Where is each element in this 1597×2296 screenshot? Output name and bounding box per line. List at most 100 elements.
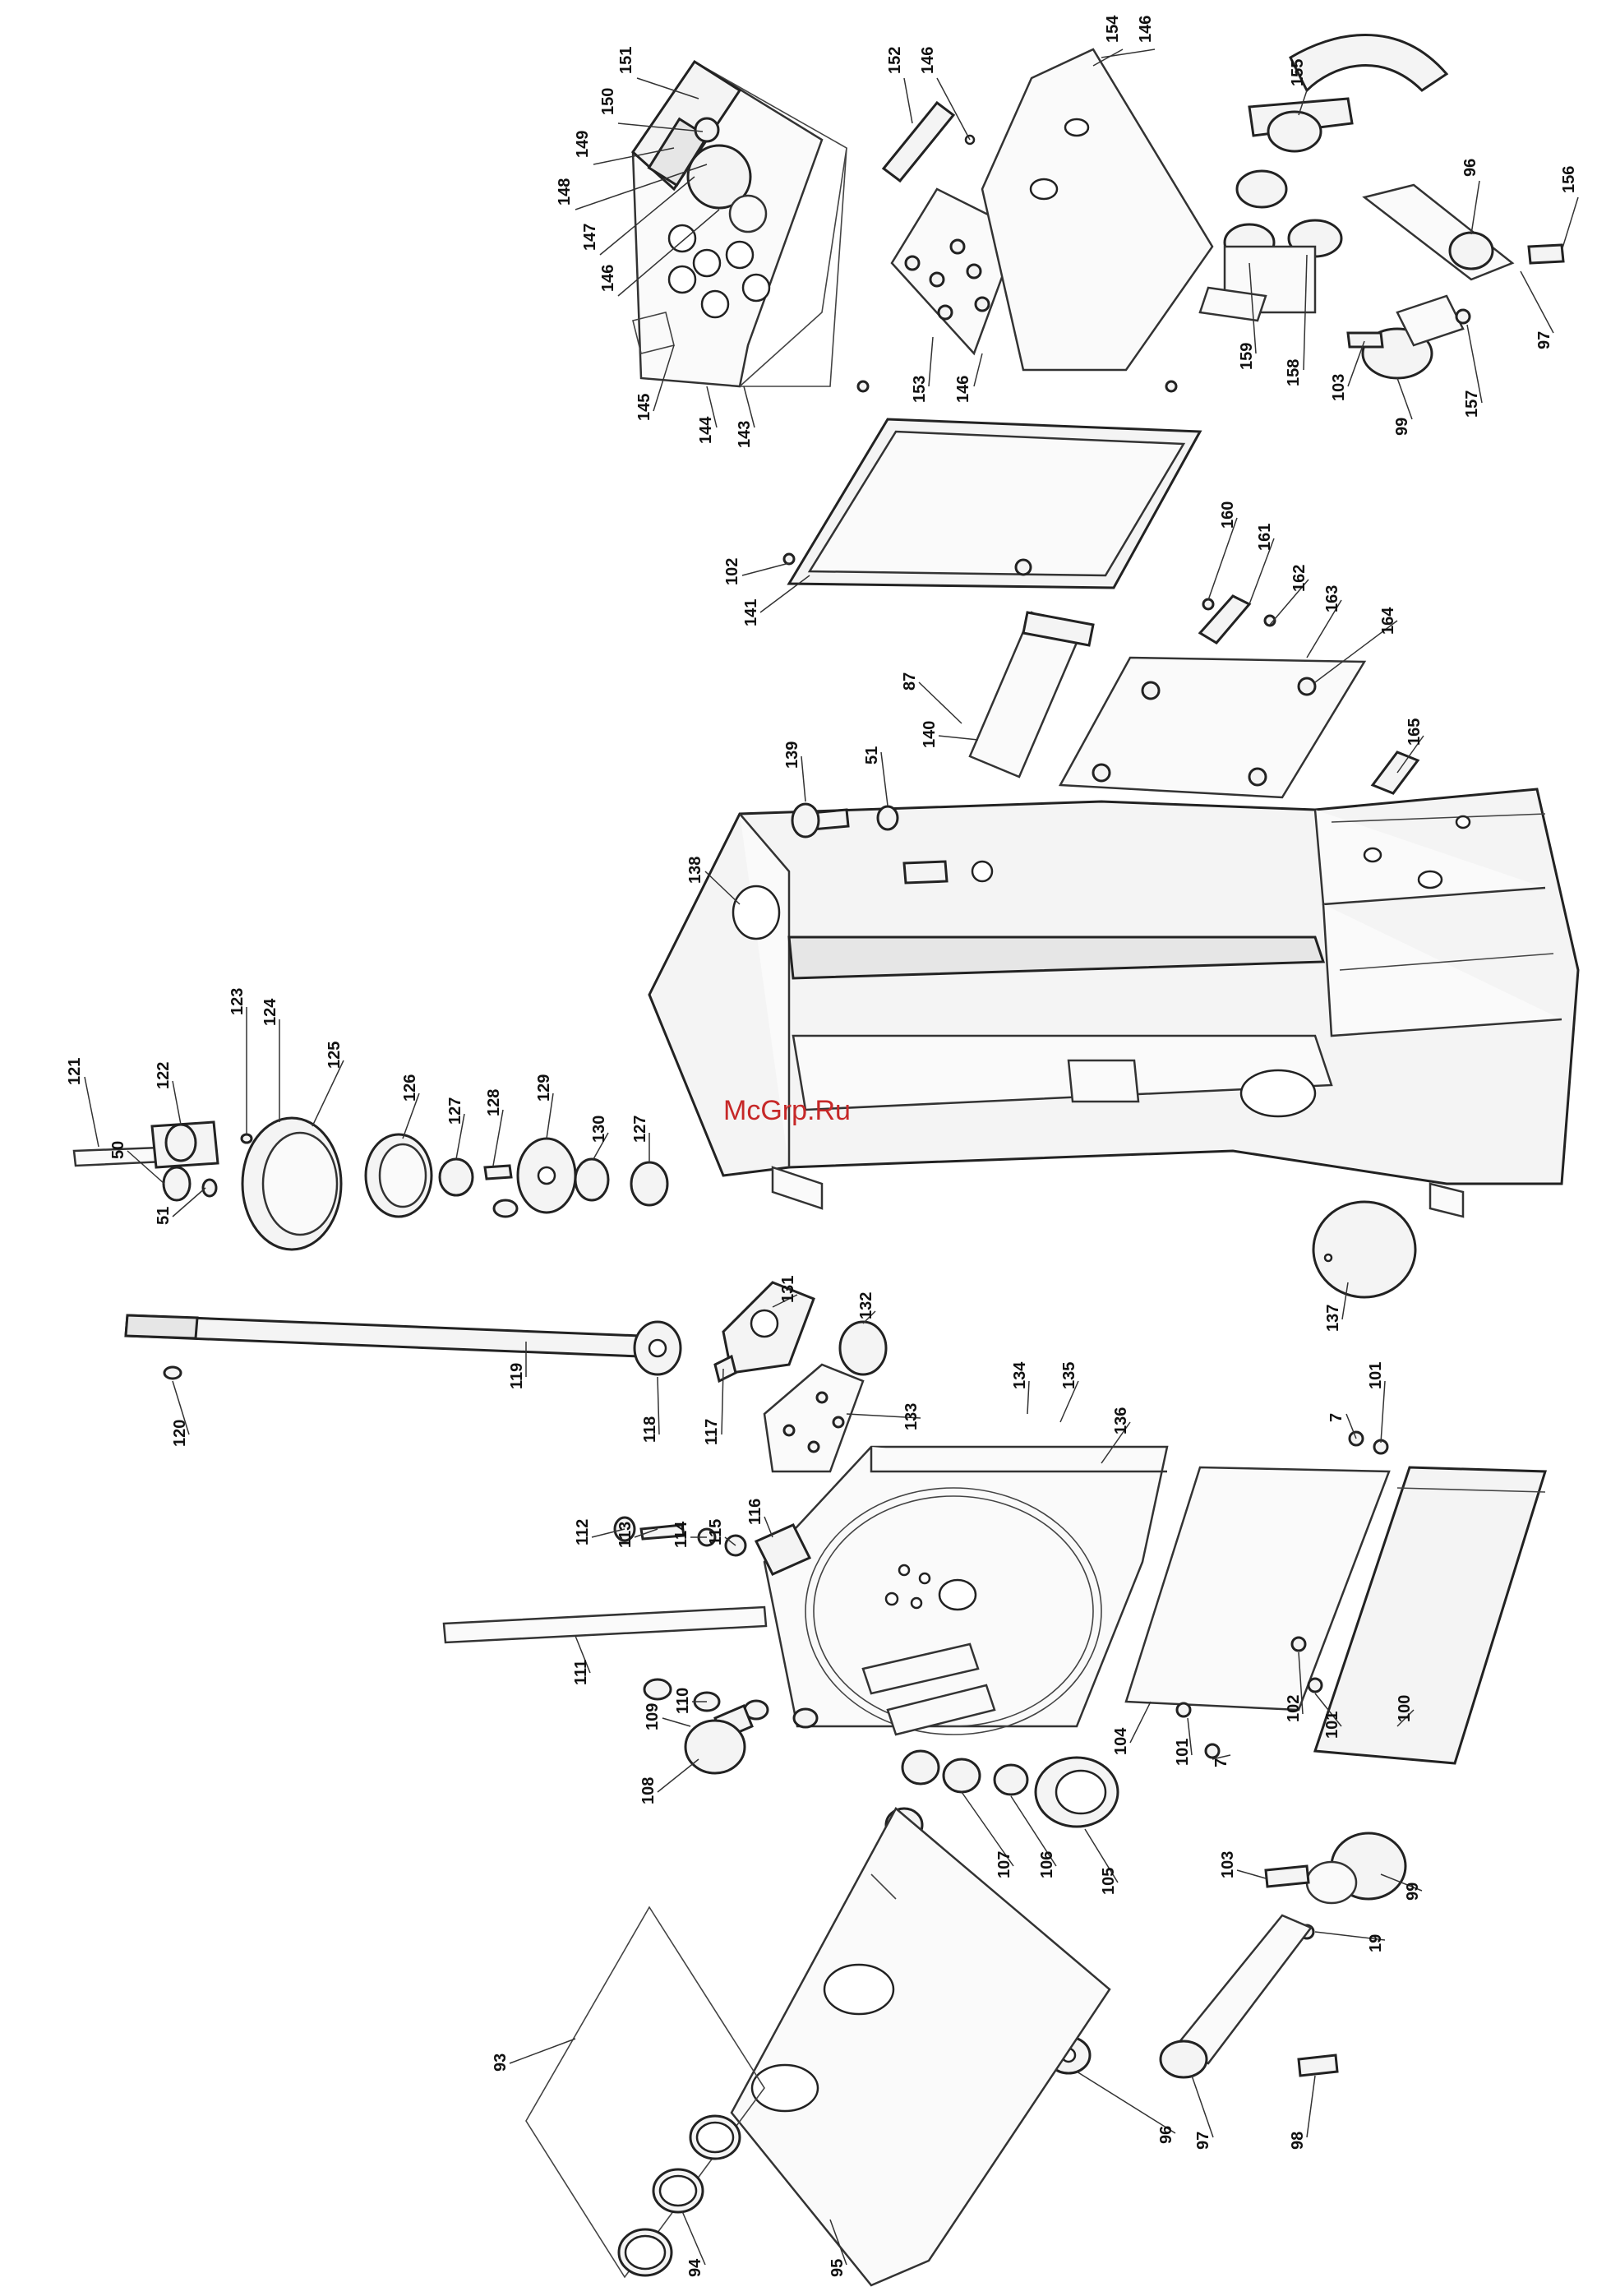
leader-line: [741, 562, 790, 576]
callout-50: 50: [109, 1141, 127, 1159]
callout-153: 153: [911, 376, 929, 403]
leader-line: [402, 1093, 420, 1139]
leader-line: [1380, 1873, 1423, 1892]
leader-line: [1249, 262, 1257, 354]
leader-line: [704, 871, 741, 905]
callout-162: 162: [1290, 565, 1309, 592]
arm-97-bottom: [1159, 1914, 1313, 2079]
callout-103: 103: [1330, 374, 1348, 401]
callout-110: 110: [674, 1688, 692, 1714]
pipes-105-107: [861, 1642, 1119, 1843]
leader-line: [662, 1717, 691, 1727]
leader-line: [801, 755, 806, 802]
leader-line: [936, 77, 971, 141]
callout-165: 165: [1405, 718, 1424, 746]
callout-98: 98: [1289, 2132, 1307, 2150]
callout-112: 112: [574, 1519, 592, 1545]
leader-line: [492, 1109, 504, 1166]
leader-line: [973, 353, 983, 387]
leader-line: [1092, 49, 1124, 67]
leader-line: [846, 1413, 921, 1419]
leader-line: [1101, 1421, 1131, 1464]
hose-fittings-155-159: [1198, 34, 1449, 322]
bracket-140: [968, 611, 1095, 778]
callout-158: 158: [1285, 359, 1303, 386]
callout-157: 157: [1463, 390, 1481, 418]
callout-106: 106: [1038, 1851, 1056, 1878]
leader-line: [1212, 1754, 1231, 1760]
callout-129: 129: [535, 1074, 553, 1102]
leader-line: [653, 344, 675, 412]
mounting-plate-164: [1058, 656, 1367, 799]
bolts-101-102-7: [1175, 1430, 1389, 1759]
callout-99: 99: [1393, 418, 1411, 436]
callout-149: 149: [574, 131, 592, 158]
callout-96: 96: [1461, 159, 1479, 177]
leader-line: [1187, 1717, 1193, 1756]
leader-line: [829, 2219, 847, 2266]
leader-line: [312, 1060, 344, 1127]
leader-line: [1396, 1709, 1415, 1727]
leader-line: [1076, 2071, 1176, 2134]
leader-line: [764, 1516, 773, 1538]
callout-99-b: 99: [1404, 1883, 1422, 1901]
leader-line: [1520, 270, 1554, 334]
leader-line: [918, 681, 962, 724]
leader-line: [591, 1528, 625, 1538]
bracket-arm-97-top: [1362, 183, 1565, 281]
leader-line: [721, 1368, 724, 1435]
leader-line: [1396, 377, 1413, 420]
leader-line: [880, 751, 889, 806]
callout-19: 19: [1367, 1934, 1385, 1952]
side-panel-95: [730, 1807, 1111, 2287]
leader-line: [636, 77, 699, 99]
callout-134: 134: [1011, 1361, 1029, 1389]
bracket-131: [722, 1281, 888, 1376]
leader-line: [1314, 620, 1398, 683]
leader-line: [743, 386, 755, 428]
leader-line: [546, 1093, 554, 1139]
callout-102: 102: [723, 558, 741, 585]
callout-114: 114: [672, 1521, 690, 1548]
callout-137: 137: [1324, 1305, 1342, 1332]
callout-124: 124: [261, 998, 279, 1026]
leader-line: [1084, 1828, 1119, 1883]
callout-109: 109: [644, 1703, 662, 1730]
callout-148: 148: [556, 178, 574, 206]
callout-141: 141: [742, 599, 760, 626]
callout-156: 156: [1560, 166, 1578, 193]
callout-127-b: 127: [631, 1116, 649, 1143]
callout-105: 105: [1100, 1868, 1118, 1895]
callout-150: 150: [599, 88, 617, 115]
leader-line: [593, 1132, 609, 1160]
watermark: McGrp.Ru: [723, 1095, 851, 1126]
door-panel-141: [782, 380, 1202, 589]
foot-disc-137: [1312, 1200, 1417, 1299]
leader-line: [1298, 90, 1308, 116]
leader-line: [759, 575, 810, 613]
spindle-shaft-119: [124, 1314, 643, 1380]
callout-100: 100: [1396, 1695, 1414, 1722]
callout-145: 145: [635, 394, 653, 421]
callout-101-c: 101: [1174, 1739, 1192, 1766]
leader-line: [1306, 599, 1342, 658]
callout-102-b: 102: [1285, 1695, 1303, 1722]
leader-line: [455, 1113, 465, 1160]
leader-line: [1027, 1380, 1030, 1415]
leader-line: [1345, 1413, 1357, 1439]
callout-128: 128: [485, 1089, 503, 1116]
callout-146: 146: [599, 265, 617, 292]
leader-lines: [84, 49, 1579, 2266]
nozzles-108-110: [643, 1678, 819, 1775]
leader-line: [127, 1150, 165, 1185]
callout-113: 113: [616, 1522, 635, 1548]
leader-line: [617, 209, 720, 297]
callout-127: 127: [446, 1097, 464, 1125]
callout-122: 122: [155, 1062, 173, 1089]
callout-103-b: 103: [1219, 1851, 1237, 1878]
bracket-152: [881, 100, 976, 183]
leader-line: [1269, 579, 1309, 626]
cable-gland-165: [1370, 751, 1420, 795]
leader-line: [1314, 1693, 1342, 1727]
tank-body-136: [763, 1445, 1169, 1735]
